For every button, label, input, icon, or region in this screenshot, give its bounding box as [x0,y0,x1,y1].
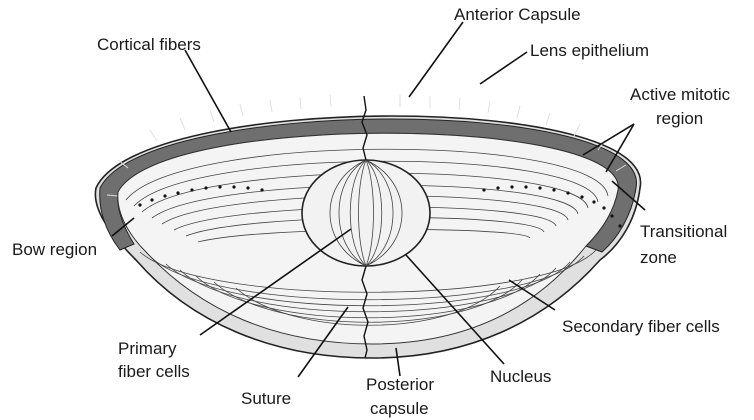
label-primary-line2: fiber cells [118,362,190,381]
label-posterior-line2: capsule [370,399,429,418]
label-lens-epithelium: Lens epithelium [530,41,649,60]
label-suture: Suture [241,389,291,408]
label-primary-line1: Primary [118,339,177,358]
label-cortical-fibers: Cortical fibers [97,35,201,54]
label-active-mitotic-line2: region [656,109,703,128]
label-active-mitotic-line1: Active mitotic [630,85,731,104]
label-bow-region: Bow region [12,240,97,259]
label-anterior-capsule: Anterior Capsule [454,5,581,24]
label-nucleus: Nucleus [490,367,551,386]
label-transitional-line2: zone [640,248,677,267]
label-posterior-line1: Posterior [366,375,434,394]
label-transitional-line1: Transitional [640,222,727,241]
label-secondary-fiber-cells: Secondary fiber cells [562,317,720,336]
